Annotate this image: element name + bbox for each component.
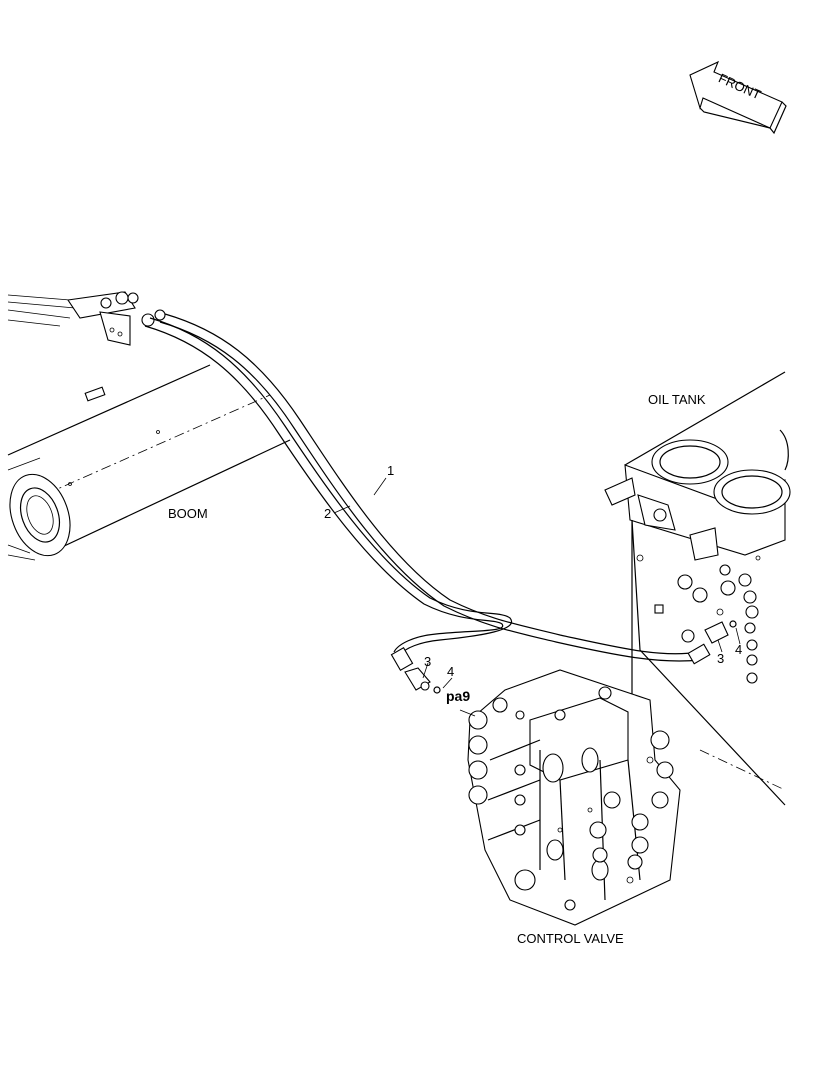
- boom-label: BOOM: [168, 506, 208, 521]
- hose-1: [159, 313, 701, 662]
- callout-4-left: 4: [447, 664, 454, 679]
- callout-4-right: 4: [735, 642, 742, 657]
- boom: BOOM: [7, 364, 291, 561]
- control-valve: CONTROL VALVE: [459, 669, 681, 946]
- hose-2: [144, 317, 513, 656]
- port-pa9-label: pa9: [446, 688, 470, 704]
- callout-3-right: 3: [717, 651, 724, 666]
- callout-2: 2: [324, 506, 331, 521]
- front-arrow: FRONT: [689, 60, 787, 135]
- callout-1: 1: [387, 463, 394, 478]
- control-valve-label: CONTROL VALVE: [517, 931, 624, 946]
- fittings-left: [390, 646, 453, 694]
- hose-bracket: [7, 291, 166, 346]
- oil-tank-label: OIL TANK: [648, 392, 706, 407]
- callout-3-left: 3: [424, 654, 431, 669]
- callouts: 1 2 3 4 pa9 3 4: [324, 463, 742, 704]
- fittings-right: [687, 620, 741, 665]
- oil-tank: OIL TANK: [604, 371, 791, 806]
